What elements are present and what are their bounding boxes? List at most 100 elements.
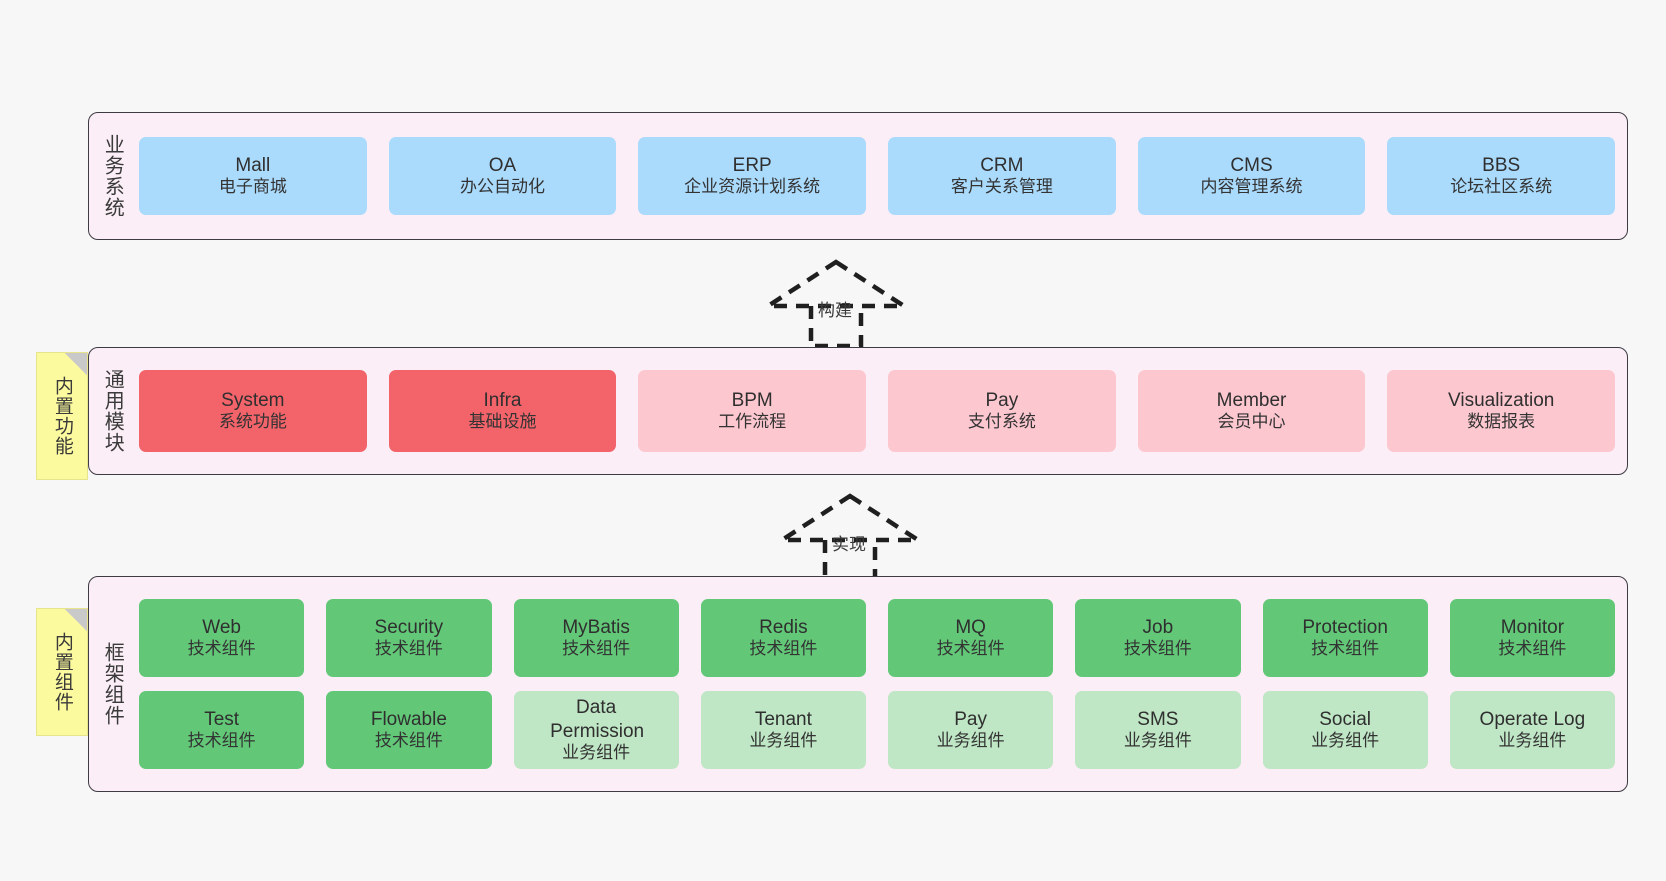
node-title: Tenant — [754, 709, 812, 731]
node-member[interactable]: Member 会员中心 — [1137, 370, 1366, 452]
layer-business-system: 业务系统 Mall 电子商城 OA 办公自动化 ERP 企业资源计划系统 CRM… — [88, 112, 1628, 240]
node-tenant[interactable]: Tenant 业务组件 — [700, 691, 866, 769]
node-mall[interactable]: Mall 电子商城 — [139, 137, 367, 215]
node-subtitle: 电子商城 — [218, 177, 287, 197]
node-system[interactable]: System 系统功能 — [139, 370, 367, 452]
connector-build-arrow: 构建 — [756, 256, 916, 349]
node-title: Test — [204, 709, 240, 731]
connector-label-realize: 实现 — [832, 535, 866, 554]
sticky-note-builtin-functions: 内置功能 — [36, 352, 88, 480]
layer-title-framework-components: 框架组件 — [101, 642, 124, 726]
node-subtitle: 内容管理系统 — [1200, 177, 1303, 197]
node-title: Monitor — [1500, 617, 1565, 639]
node-title: Member — [1216, 390, 1287, 412]
node-title: Infra — [483, 390, 522, 412]
node-subtitle: 系统功能 — [218, 412, 287, 432]
node-subtitle: 技术组件 — [187, 639, 256, 659]
dashed-hollow-arrow-up-icon — [774, 493, 926, 583]
node-sms[interactable]: SMS 业务组件 — [1075, 691, 1241, 769]
node-subtitle: 技术组件 — [187, 731, 256, 751]
node-title: Mall — [235, 155, 271, 177]
dashed-hollow-arrow-up-icon — [760, 259, 912, 349]
node-title: CRM — [980, 155, 1024, 177]
node-title: OA — [488, 155, 517, 177]
node-title: Data Permission — [550, 697, 645, 742]
node-subtitle: 业务组件 — [749, 731, 818, 751]
node-mq[interactable]: MQ 技术组件 — [888, 599, 1054, 677]
node-title: Operate Log — [1479, 709, 1586, 731]
node-pay-module[interactable]: Pay 支付系统 — [888, 370, 1116, 452]
node-title: Flowable — [370, 709, 447, 731]
node-infra[interactable]: Infra 基础设施 — [388, 370, 617, 452]
layer-body-framework-components: Web 技术组件 Security 技术组件 MyBatis 技术组件 Redi… — [135, 577, 1627, 791]
node-cms[interactable]: CMS 内容管理系统 — [1137, 137, 1366, 215]
layer-title-common-module: 通用模块 — [101, 369, 124, 453]
node-subtitle: 技术组件 — [749, 639, 818, 659]
node-erp[interactable]: ERP 企业资源计划系统 — [638, 137, 867, 215]
node-title: Visualization — [1448, 390, 1555, 412]
node-subtitle: 技术组件 — [562, 639, 631, 659]
node-subtitle: 业务组件 — [1123, 731, 1192, 751]
connector-label-build: 构建 — [818, 301, 852, 320]
node-operate-log[interactable]: Operate Log 业务组件 — [1449, 691, 1615, 769]
node-bpm[interactable]: BPM 工作流程 — [638, 370, 867, 452]
node-bbs[interactable]: BBS 论坛社区系统 — [1387, 137, 1616, 215]
node-visualization[interactable]: Visualization 数据报表 — [1387, 370, 1616, 452]
node-title: Security — [374, 617, 444, 639]
node-title: Protection — [1302, 617, 1388, 639]
node-flowable[interactable]: Flowable 技术组件 — [326, 691, 492, 769]
node-social[interactable]: Social 业务组件 — [1262, 691, 1428, 769]
layer-common-module: 通用模块 System 系统功能 Infra 基础设施 BPM 工作流程 Pay… — [88, 347, 1628, 475]
node-mybatis[interactable]: MyBatis 技术组件 — [513, 599, 679, 677]
node-subtitle: 论坛社区系统 — [1450, 177, 1553, 197]
node-security[interactable]: Security 技术组件 — [326, 599, 492, 677]
node-subtitle: 支付系统 — [967, 412, 1036, 432]
node-title: Pay — [985, 390, 1019, 412]
node-title: Job — [1142, 617, 1174, 639]
node-subtitle: 业务组件 — [1498, 731, 1567, 751]
node-subtitle: 会员中心 — [1217, 412, 1286, 432]
node-title: BPM — [731, 390, 773, 412]
node-subtitle: 技术组件 — [1123, 639, 1192, 659]
node-row: Mall 电子商城 OA 办公自动化 ERP 企业资源计划系统 CRM 客户关系… — [139, 137, 1616, 215]
node-pay-component[interactable]: Pay 业务组件 — [888, 691, 1054, 769]
node-job[interactable]: Job 技术组件 — [1075, 599, 1241, 677]
node-subtitle: 业务组件 — [1311, 731, 1380, 751]
node-subtitle: 客户关系管理 — [950, 177, 1053, 197]
node-subtitle: 企业资源计划系统 — [684, 177, 821, 197]
sticky-note-text: 内置组件 — [51, 632, 73, 712]
node-monitor[interactable]: Monitor 技术组件 — [1449, 599, 1615, 677]
node-redis[interactable]: Redis 技术组件 — [700, 599, 866, 677]
node-title: ERP — [732, 155, 772, 177]
node-subtitle: 工作流程 — [718, 412, 787, 432]
node-subtitle: 基础设施 — [468, 412, 537, 432]
node-test[interactable]: Test 技术组件 — [139, 691, 305, 769]
node-title: MQ — [955, 617, 986, 639]
node-protection[interactable]: Protection 技术组件 — [1262, 599, 1428, 677]
node-web[interactable]: Web 技术组件 — [139, 599, 305, 677]
node-data-permission[interactable]: Data Permission 业务组件 — [513, 691, 679, 769]
node-oa[interactable]: OA 办公自动化 — [388, 137, 617, 215]
node-title: BBS — [1482, 155, 1521, 177]
node-title: Pay — [954, 709, 987, 731]
node-subtitle: 数据报表 — [1467, 412, 1536, 432]
layer-body-business-system: Mall 电子商城 OA 办公自动化 ERP 企业资源计划系统 CRM 客户关系… — [135, 113, 1627, 239]
node-subtitle: 业务组件 — [562, 742, 631, 762]
layer-body-common-module: System 系统功能 Infra 基础设施 BPM 工作流程 Pay 支付系统… — [135, 348, 1627, 474]
layer-framework-components: 框架组件 Web 技术组件 Security 技术组件 MyBatis 技术组件… — [88, 576, 1628, 792]
node-subtitle: 技术组件 — [1311, 639, 1380, 659]
node-subtitle: 技术组件 — [374, 731, 443, 751]
node-subtitle: 技术组件 — [374, 639, 443, 659]
node-title: SMS — [1137, 709, 1179, 731]
node-title: MyBatis — [562, 617, 630, 639]
node-row: Test 技术组件 Flowable 技术组件 Data Permission … — [139, 691, 1615, 769]
node-subtitle: 办公自动化 — [460, 177, 545, 197]
sticky-note-text: 内置功能 — [51, 376, 73, 456]
node-title: Redis — [759, 617, 808, 639]
node-title: Social — [1319, 709, 1371, 731]
node-row: System 系统功能 Infra 基础设施 BPM 工作流程 Pay 支付系统… — [139, 370, 1616, 452]
node-subtitle: 技术组件 — [1498, 639, 1567, 659]
node-crm[interactable]: CRM 客户关系管理 — [888, 137, 1116, 215]
connector-realize-arrow: 实现 — [770, 490, 930, 583]
